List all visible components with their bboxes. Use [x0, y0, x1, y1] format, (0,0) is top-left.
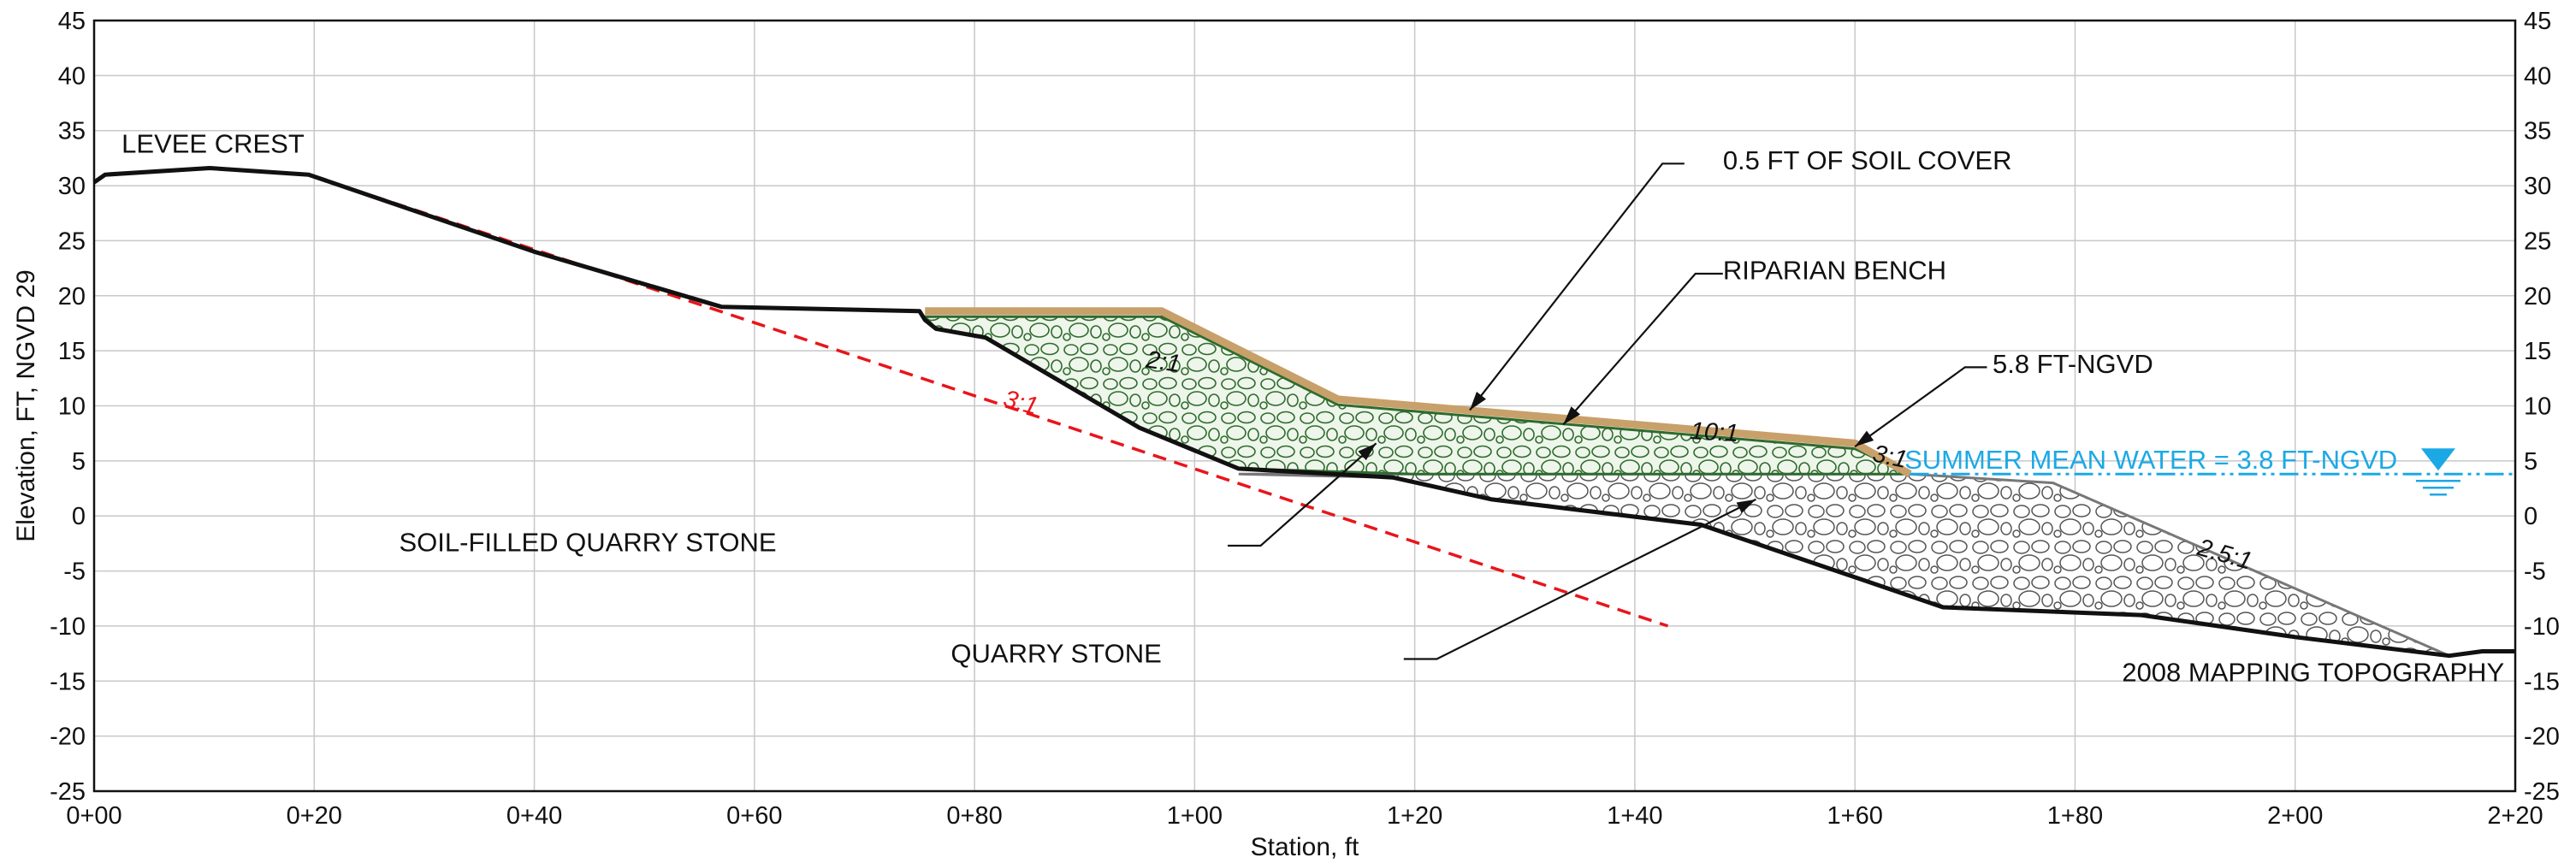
slope-10-1-label: 10:1: [1690, 417, 1739, 447]
x-tick-label: 0+40: [506, 802, 562, 830]
leader-line: [1469, 163, 1685, 411]
leader-arrowhead: [1358, 443, 1377, 461]
x-tick-label: 0+80: [946, 802, 1002, 830]
leader-arrowhead: [1736, 499, 1756, 514]
y-tick-label-left: -25: [50, 778, 86, 806]
y-tick-label-left: 5: [72, 448, 86, 476]
x-tick-label: 0+60: [726, 802, 782, 830]
y-tick-label-left: -15: [50, 668, 86, 695]
x-tick-label: 1+20: [1387, 802, 1442, 830]
y-tick-label-left: -20: [50, 724, 86, 751]
bench-elevation-label: 5.8 FT-NGVD: [1993, 349, 2153, 379]
y-tick-label-right: 45: [2524, 8, 2551, 35]
leader-arrowhead: [1855, 430, 1874, 447]
soil-cover-line: [925, 307, 1912, 478]
levee-crest-label: LEVEE CREST: [121, 128, 305, 158]
summer-mean-water-label: SUMMER MEAN WATER = 3.8 FT-NGVD: [1904, 445, 2397, 475]
x-tick-label: 1+00: [1167, 802, 1223, 830]
y-tick-label-left: 45: [58, 8, 86, 35]
x-tick-label: 2+00: [2267, 802, 2323, 830]
y-tick-label-left: 35: [58, 118, 86, 145]
y-tick-label-left: 10: [58, 393, 86, 421]
water-level-icon: [2420, 448, 2455, 471]
x-axis-label: Station, ft: [1251, 833, 1359, 861]
leader-arrowhead: [1563, 406, 1581, 425]
y-tick-label-left: -10: [50, 613, 86, 641]
y-tick-label-right: 10: [2524, 393, 2551, 421]
y-tick-label-left: 30: [58, 173, 86, 200]
y-tick-label-right: -15: [2524, 668, 2560, 695]
y-tick-label-left: 25: [58, 228, 86, 255]
y-tick-label-right: 30: [2524, 173, 2551, 200]
tick-labels: 0+00 0+20 0+40 0+60 0+80 1+00 1+20 1+40 1+60 1+80…: [12, 8, 2560, 861]
slope-2-1-label: 2:1: [1144, 346, 1182, 378]
y-tick-label-left: -5: [63, 559, 86, 586]
soil-filled-quarry-stone-fill: [921, 315, 1911, 476]
x-tick-label: 0+20: [287, 802, 342, 830]
y-tick-label-right: 25: [2524, 228, 2551, 255]
y-tick-label-right: 40: [2524, 62, 2551, 90]
leader-line: [1228, 442, 1377, 547]
mapping-topography-label: 2008 MAPPING TOPOGRAPHY: [2122, 657, 2504, 687]
quarry-stone-label: QUARRY STONE: [950, 638, 1161, 668]
y-tick-label-left: 40: [58, 62, 86, 90]
y-tick-label-right: 35: [2524, 118, 2551, 145]
soil-filled-quarry-stone-label: SOIL-FILLED QUARRY STONE: [400, 527, 777, 557]
riparian-bench-label: RIPARIAN BENCH: [1723, 255, 1946, 285]
reference-slope-label: 3:1: [1000, 385, 1040, 420]
leader-arrowhead: [1469, 392, 1487, 411]
y-tick-label-left: 0: [72, 503, 86, 530]
y-tick-label-right: -5: [2524, 559, 2546, 586]
leader-line: [1562, 272, 1723, 426]
x-tick-label: 2+20: [2487, 802, 2543, 830]
y-tick-label-right: 5: [2524, 448, 2538, 476]
y-tick-label-right: -25: [2524, 778, 2560, 806]
reference-slope-line: [308, 173, 1669, 628]
plot-border: [92, 19, 2517, 793]
x-tick-label: 1+60: [1827, 802, 1883, 830]
x-tick-label: 0+00: [66, 802, 121, 830]
y-tick-label-left: 20: [58, 283, 86, 310]
y-tick-label-left: 15: [58, 338, 86, 365]
y-tick-label-right: 15: [2524, 338, 2551, 365]
y-tick-label-right: -20: [2524, 724, 2560, 751]
y-tick-label-right: 0: [2524, 503, 2538, 530]
profile-lines: [92, 166, 2515, 659]
y-tick-label-right: 20: [2524, 283, 2551, 310]
y-axis-label: Elevation, FT, NGVD 29: [12, 269, 40, 541]
plot-frame: [92, 19, 2517, 793]
soil-cover-label: 0.5 FT OF SOIL COVER: [1723, 145, 2012, 175]
x-tick-label: 1+40: [1607, 802, 1662, 830]
leader-line: [1403, 498, 1756, 660]
leader-line: [1854, 366, 1987, 447]
quarry-stone-fill: [1238, 472, 2450, 658]
annotations: LEVEE CREST 0.5 FT OF SOIL COVER RIPARIAN …: [121, 128, 2504, 687]
existing-ground-line: [92, 166, 2515, 659]
y-tick-label-right: -10: [2524, 613, 2560, 641]
x-tick-label: 1+80: [2047, 802, 2103, 830]
